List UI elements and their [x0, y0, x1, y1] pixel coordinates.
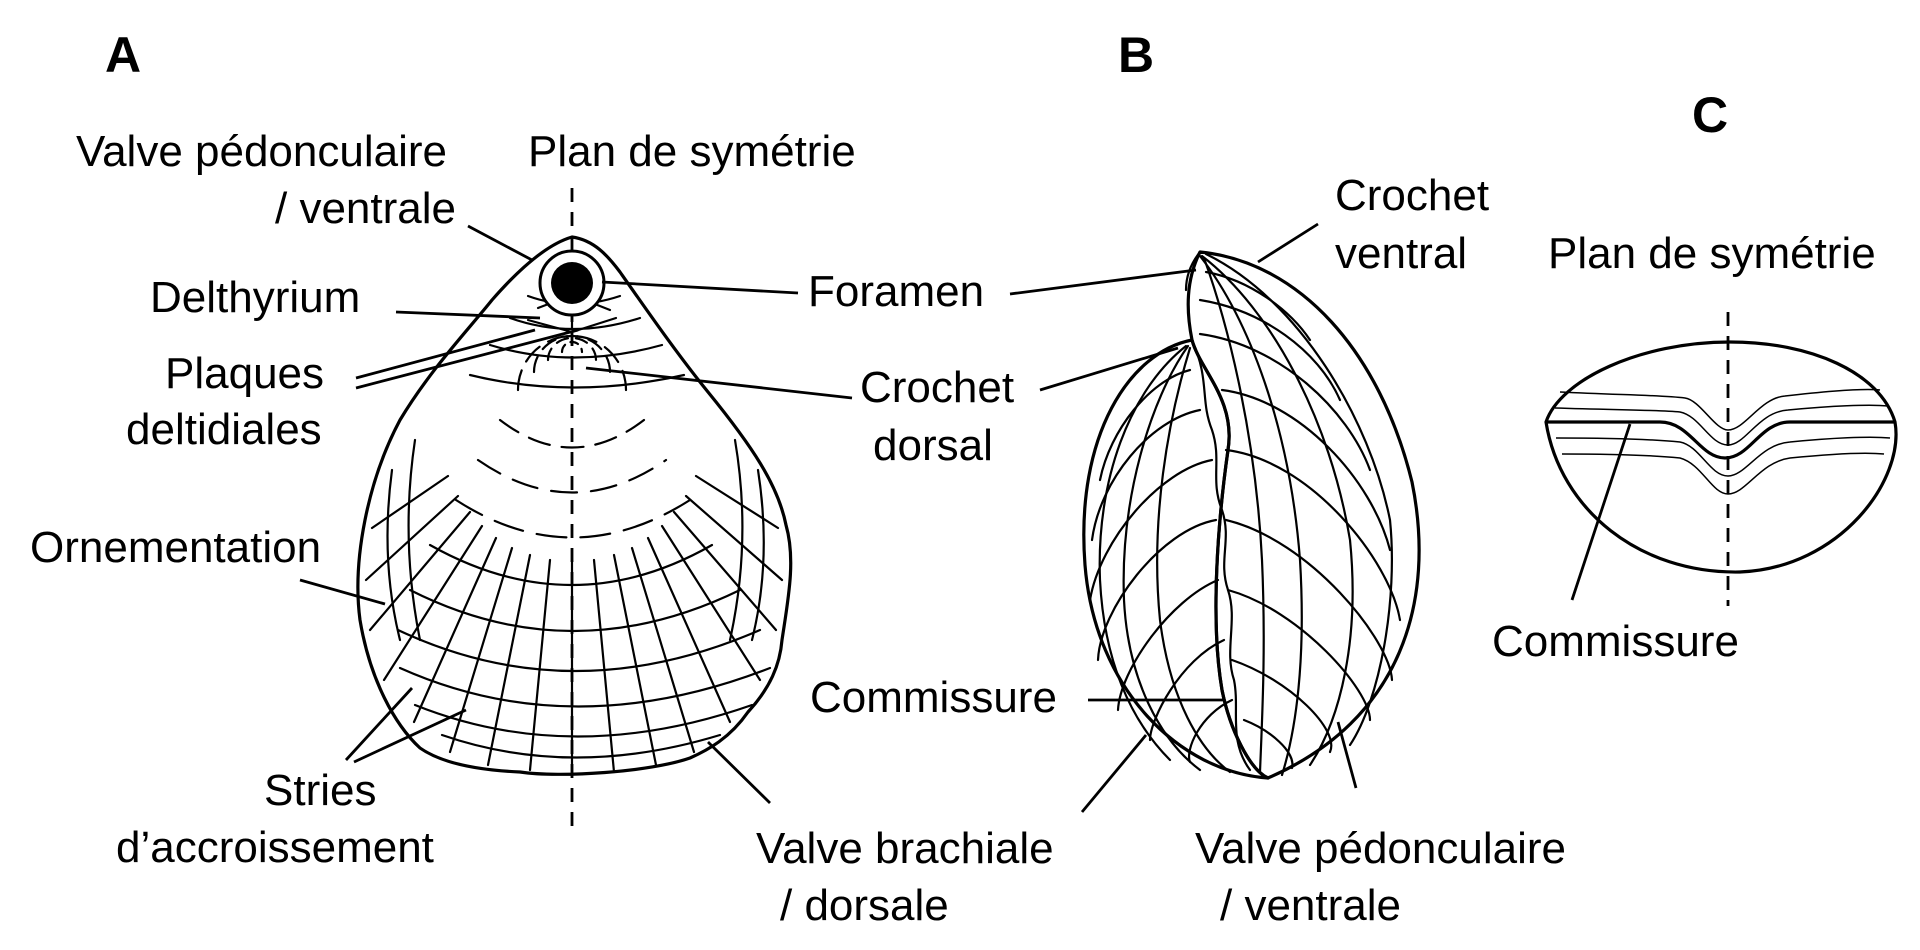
- label-plan-symetrie-c: Plan de symétrie: [1548, 229, 1876, 278]
- label-foramen: Foramen: [808, 267, 984, 316]
- leader-stries-2: [353, 708, 467, 764]
- leader-delthyrium: [395, 310, 541, 320]
- foramen-icon: [551, 262, 593, 304]
- label-plan-symetrie-a: Plan de symétrie: [528, 127, 856, 176]
- label-commissure-c: Commissure: [1492, 617, 1739, 666]
- label-valve-pedonculaire-a-1: Valve pédonculaire: [76, 127, 447, 176]
- leader-stries-1: [344, 687, 414, 761]
- panel-a-title: A: [105, 27, 141, 83]
- label-valve-brachiale-1: Valve brachiale: [756, 824, 1054, 873]
- leader-plaques-1: [355, 328, 536, 380]
- pedicle-radial-lines: [1198, 252, 1393, 777]
- label-stries-2: d’accroissement: [116, 823, 434, 872]
- panel-b-title: B: [1118, 27, 1154, 83]
- leader-valve-pedonculaire-a: [467, 224, 533, 262]
- label-valve-brachiale-2: / dorsale: [780, 881, 949, 930]
- commissure-b-line: [1190, 338, 1252, 772]
- leader-foramen: [601, 280, 799, 295]
- pedicle-growth-lines: [1198, 270, 1402, 770]
- label-plaques-2: deltidiales: [126, 405, 322, 454]
- label-valve-pedonculaire-a-2: / ventrale: [275, 184, 456, 233]
- label-plaques-1: Plaques: [165, 349, 324, 398]
- panel-c: C Plan de symétrie Commissure: [1492, 87, 1898, 666]
- lateral-growth-lines: [386, 438, 765, 642]
- label-crochet-ventral-2: ventral: [1335, 229, 1467, 278]
- section-growth-lines: [1554, 388, 1891, 495]
- label-delthyrium: Delthyrium: [150, 273, 360, 322]
- leader-ornementation: [299, 578, 386, 606]
- label-valve-pedonculaire-b-1: Valve pédonculaire: [1195, 824, 1566, 873]
- leader-valve-brachiale-b: [1080, 734, 1148, 813]
- label-commissure-b: Commissure: [810, 673, 1057, 722]
- leader-crochet-dorsal-a: [585, 366, 853, 400]
- panel-c-title: C: [1692, 87, 1728, 143]
- leader-valve-pedonculaire-b: [1336, 721, 1358, 789]
- brachial-radial-lines: [1098, 344, 1232, 774]
- crochet-ventral-beak: [1184, 250, 1202, 292]
- label-valve-pedonculaire-b-2: / ventrale: [1220, 881, 1401, 930]
- leader-crochet-ventral: [1257, 222, 1319, 264]
- label-stries-1: Stries: [264, 766, 376, 815]
- leader-foramen-b: [1009, 268, 1197, 296]
- leader-plaques-2: [355, 328, 579, 390]
- label-crochet-dorsal-1: Crochet: [860, 363, 1014, 412]
- label-crochet-dorsal-2: dorsal: [873, 421, 993, 470]
- label-crochet-ventral-1: Crochet: [1335, 171, 1489, 220]
- panel-a: A: [30, 27, 1179, 930]
- shell-c-outline: [1544, 340, 1898, 574]
- leader-commissure-c: [1570, 423, 1632, 601]
- label-ornementation: Ornementation: [30, 523, 321, 572]
- dorsal-growth-lines: [396, 334, 772, 759]
- shell-a-outline: [356, 235, 793, 776]
- panel-b: B: [810, 27, 1566, 930]
- leader-valve-brachiale-a: [707, 741, 771, 804]
- commissure-c-line: [1546, 420, 1895, 460]
- radial-ornamentation: [364, 474, 784, 774]
